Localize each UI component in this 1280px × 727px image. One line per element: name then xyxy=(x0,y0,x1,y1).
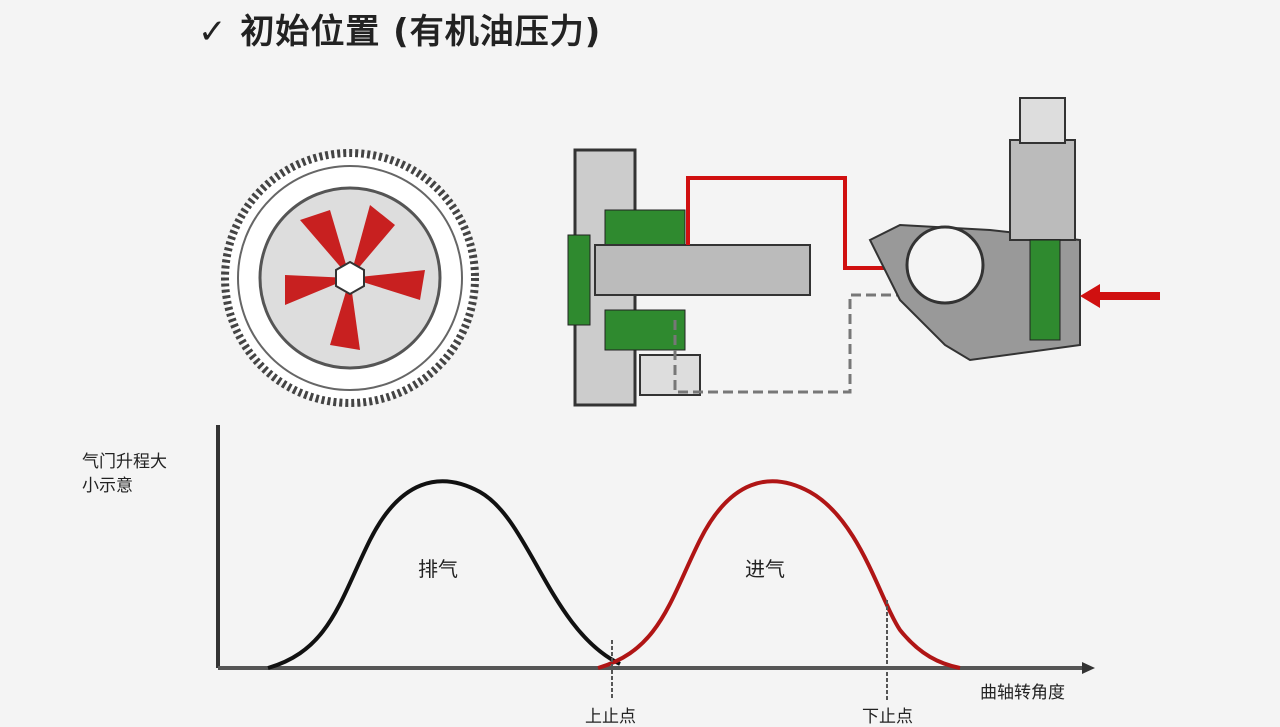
bdc-label: 下止点 xyxy=(862,707,913,727)
y-label-line2: 小示意 xyxy=(82,476,133,496)
slide-title: ✓ 初始位置 (有机油压力) xyxy=(198,12,602,52)
vvt-rotor-wheel xyxy=(221,149,479,407)
y-axis-label: 气门升程大小示意 xyxy=(82,450,167,498)
oil-control-valve xyxy=(868,97,1081,362)
phaser-cross-section xyxy=(567,148,811,407)
intake-curve xyxy=(597,479,961,670)
x-axis-arrow-icon xyxy=(1082,662,1095,674)
y-label-line1: 气门升程大 xyxy=(82,452,167,472)
exhaust-label: 排气 xyxy=(418,557,458,581)
x-axis-label: 曲轴转角度 xyxy=(980,683,1065,703)
oil-inflow-arrow-icon xyxy=(1080,284,1160,308)
exhaust-curve xyxy=(267,479,621,670)
intake-label: 进气 xyxy=(745,557,785,581)
tdc-label: 上止点 xyxy=(585,707,636,727)
